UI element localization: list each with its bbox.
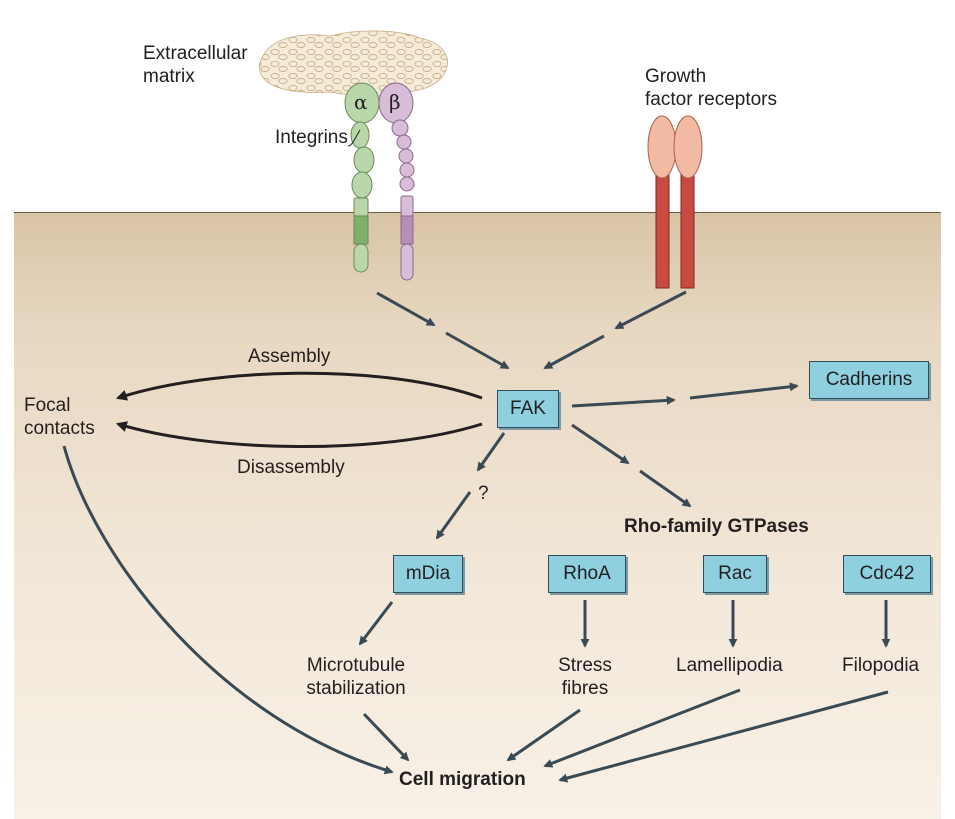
- integrin-alpha-label: α: [354, 90, 368, 114]
- arrow-fak-cadherins-b: [689, 382, 799, 400]
- lamellipodia-label: Lamellipodia: [676, 655, 783, 676]
- cell-migration-label: Cell migration: [399, 769, 526, 790]
- arrow-receptors-fak-b: [543, 334, 605, 370]
- arrow-integrins-fak-a: [376, 291, 436, 327]
- arrow-integrins-fak-b: [445, 331, 510, 370]
- arrow-microtubule-migration: [362, 712, 410, 762]
- rac-box: Rac: [703, 555, 767, 593]
- arrow-assembly: [115, 371, 483, 401]
- microtubule-label-line1: Microtubule: [306, 655, 406, 676]
- rho-family-label: Rho-family GTPases: [624, 516, 809, 537]
- rhoa-box: RhoA: [548, 555, 626, 593]
- growth-factor-receptor-1: [647, 115, 677, 289]
- stress-fibres-line1: Stress: [558, 655, 612, 676]
- cdc42-box: Cdc42: [843, 555, 931, 593]
- arrow-fak-rho-b: [639, 469, 692, 508]
- arrow-disassembly: [115, 421, 483, 448]
- arrow-filopodia-migration: [558, 690, 889, 783]
- arrow-fak-mdia-a: [476, 432, 506, 472]
- focal-contacts-line1: Focal: [24, 395, 71, 416]
- assembly-label: Assembly: [248, 346, 331, 367]
- ecm-label-line2: matrix: [143, 66, 195, 87]
- integrin-alpha-subunit: [344, 82, 380, 273]
- microtubule-label-line2: stabilization: [306, 678, 406, 699]
- arrow-fak-cadherins-a: [571, 395, 676, 408]
- integrin-beta-label: β: [389, 90, 401, 114]
- growth-factor-receptor-2: [673, 115, 703, 289]
- arrow-receptors-fak-a: [614, 290, 687, 330]
- mdia-box: mDia: [393, 555, 463, 593]
- arrow-fak-rho-a: [571, 423, 630, 465]
- growth-label-line1: Growth: [645, 66, 707, 87]
- fak-box: FAK: [497, 390, 559, 428]
- integrins-label: Integrins: [275, 127, 348, 148]
- focal-contacts-line2: contacts: [24, 418, 95, 439]
- ecm-label-line1: Extracellular: [143, 43, 248, 64]
- arrow-lamellipodia-migration: [543, 688, 741, 768]
- unknown-link-label: ?: [478, 483, 489, 504]
- stress-fibres-line2: fibres: [561, 678, 609, 699]
- arrow-focal-migration: [62, 445, 394, 775]
- arrow-fak-mdia-b: [435, 491, 472, 540]
- filopodia-label: Filopodia: [842, 655, 920, 676]
- arrow-mdia-microtubule: [358, 601, 394, 646]
- integrin-beta-subunit: [378, 82, 415, 281]
- growth-label-line2: factor receptors: [645, 89, 777, 110]
- cadherins-box: Cadherins: [809, 361, 929, 399]
- disassembly-label: Disassembly: [237, 457, 345, 478]
- arrow-stress-migration: [506, 708, 581, 762]
